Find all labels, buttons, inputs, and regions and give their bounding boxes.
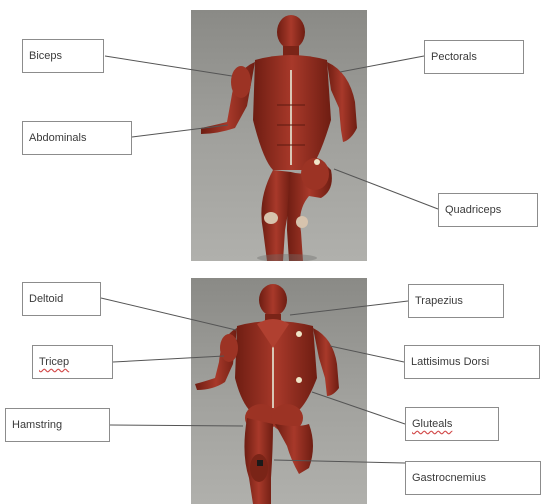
back-figure-illustration: [191, 278, 367, 504]
label-hamstring: Hamstring: [5, 408, 110, 442]
label-lattisimus-dorsi: Lattisimus Dorsi: [404, 345, 540, 379]
front-figure-illustration: [191, 10, 367, 261]
label-quadriceps: Quadriceps: [438, 193, 538, 227]
back-muscle-figure: [191, 278, 367, 504]
label-trapezius: Trapezius: [408, 284, 504, 318]
label-tricep: Tricep: [32, 345, 113, 379]
label-deltoid: Deltoid: [22, 282, 101, 316]
label-abdominals: Abdominals: [22, 121, 132, 155]
label-gastrocnemius: Gastrocnemius: [405, 461, 541, 495]
label-pectorals: Pectorals: [424, 40, 524, 74]
front-muscle-figure: [191, 10, 367, 261]
label-biceps: Biceps: [22, 39, 104, 73]
label-gluteals: Gluteals: [405, 407, 499, 441]
